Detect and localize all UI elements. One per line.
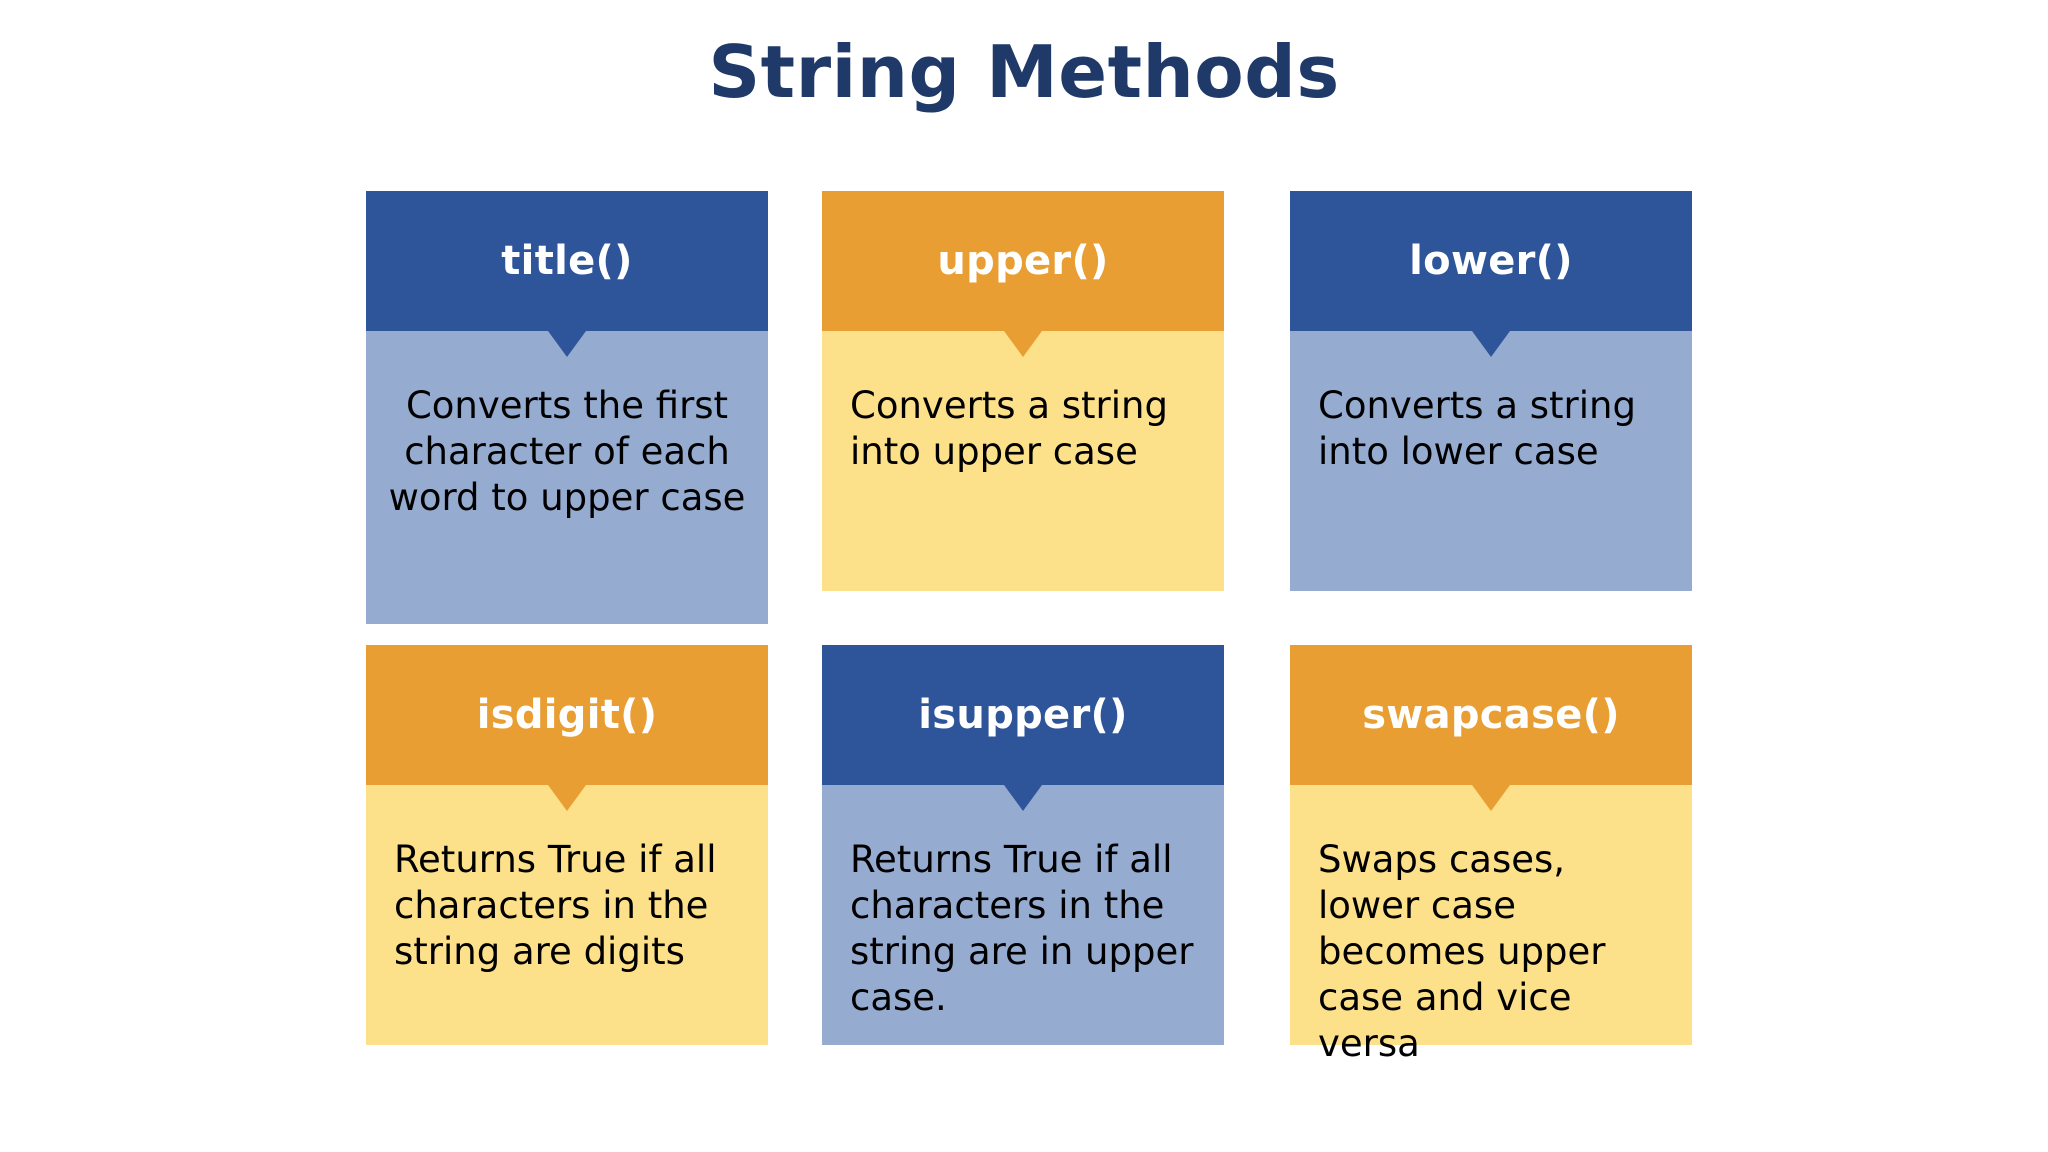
method-card-header: title(): [366, 191, 768, 357]
method-name-label: isdigit(): [476, 692, 658, 738]
method-card-swapcase[interactable]: swapcase() Swaps cases, lower case becom…: [1290, 645, 1692, 1065]
page-title: String Methods: [708, 30, 1340, 114]
method-name-label: swapcase(): [1362, 692, 1620, 738]
method-card-description: Converts a string into upper case: [822, 331, 1224, 591]
method-card-lower[interactable]: lower() Converts a string into lower cas…: [1290, 191, 1692, 591]
method-card-isdigit[interactable]: isdigit() Returns True if all characters…: [366, 645, 768, 1045]
method-name-label: lower(): [1409, 238, 1573, 284]
method-name-label: title(): [501, 238, 633, 284]
method-card-header: swapcase(): [1290, 645, 1692, 811]
method-card-isupper[interactable]: isupper() Returns True if all characters…: [822, 645, 1224, 1045]
method-card-description: Swaps cases, lower case becomes upper ca…: [1290, 785, 1692, 1065]
method-card-header: upper(): [822, 191, 1224, 357]
method-card-description: Converts a string into lower case: [1290, 331, 1692, 591]
method-card-upper[interactable]: upper() Converts a string into upper cas…: [822, 191, 1224, 591]
method-card-description: Returns True if all characters in the st…: [366, 785, 768, 1045]
method-card-description: Converts the first character of each wor…: [366, 331, 768, 624]
method-card-header: isupper(): [822, 645, 1224, 811]
method-card-description: Returns True if all characters in the st…: [822, 785, 1224, 1045]
method-name-label: upper(): [937, 238, 1109, 284]
method-card-title[interactable]: title() Converts the first character of …: [366, 191, 768, 624]
method-card-header: lower(): [1290, 191, 1692, 357]
method-name-label: isupper(): [918, 692, 1128, 738]
method-card-header: isdigit(): [366, 645, 768, 811]
